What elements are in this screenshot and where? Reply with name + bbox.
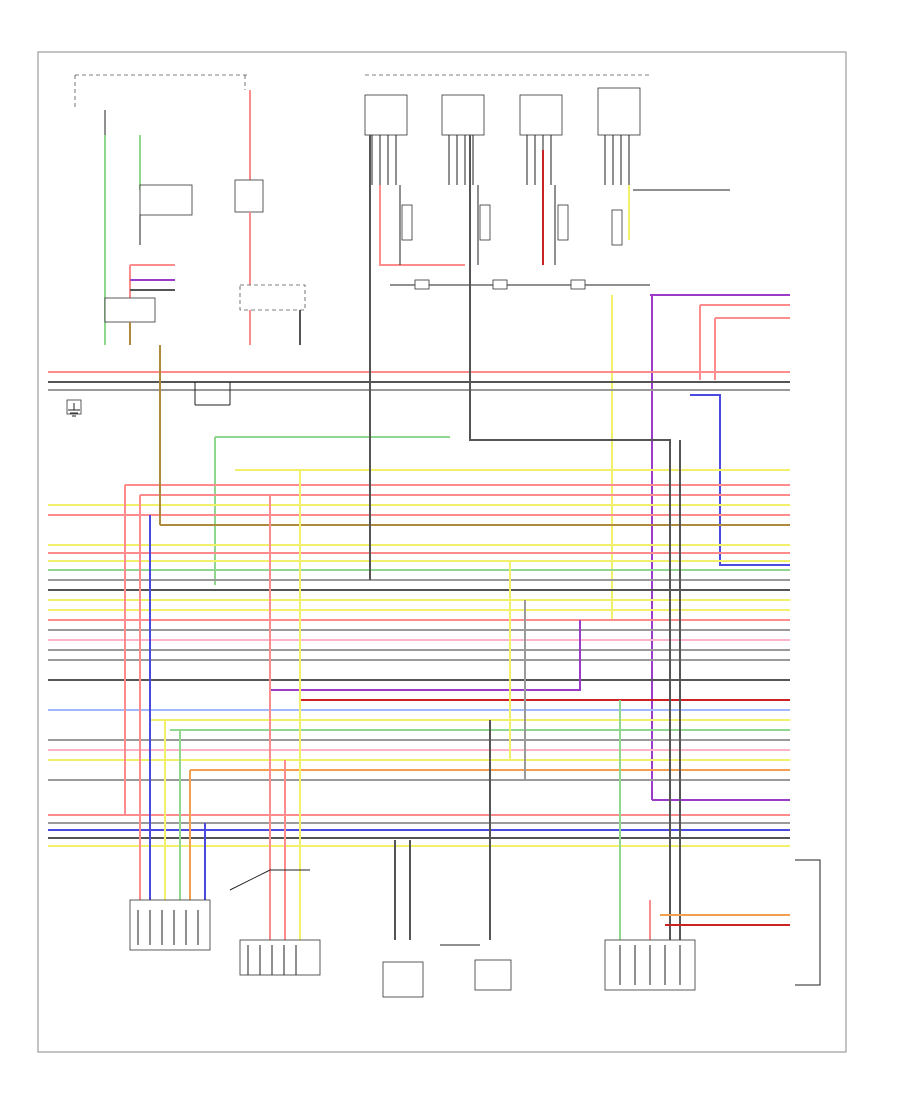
connector-3 <box>519 94 563 136</box>
connector-4 <box>597 87 641 136</box>
bottom-connector-2 <box>239 939 321 976</box>
top-center-relay <box>234 75 306 345</box>
bottom-connector-1 <box>129 899 211 951</box>
ground-symbol-icon <box>68 403 80 417</box>
bottom-module-3 <box>382 961 424 998</box>
connector-2 <box>441 94 485 136</box>
top-left-switch-cluster <box>74 74 250 345</box>
bottom-module-4 <box>474 959 512 991</box>
right-upper-harness <box>611 294 790 800</box>
main-harness <box>48 345 790 847</box>
bottom-components <box>129 859 821 998</box>
top-connector-group <box>364 74 730 290</box>
page-border <box>37 51 847 1053</box>
vertical-drops <box>124 135 790 940</box>
connector-1 <box>364 94 408 136</box>
